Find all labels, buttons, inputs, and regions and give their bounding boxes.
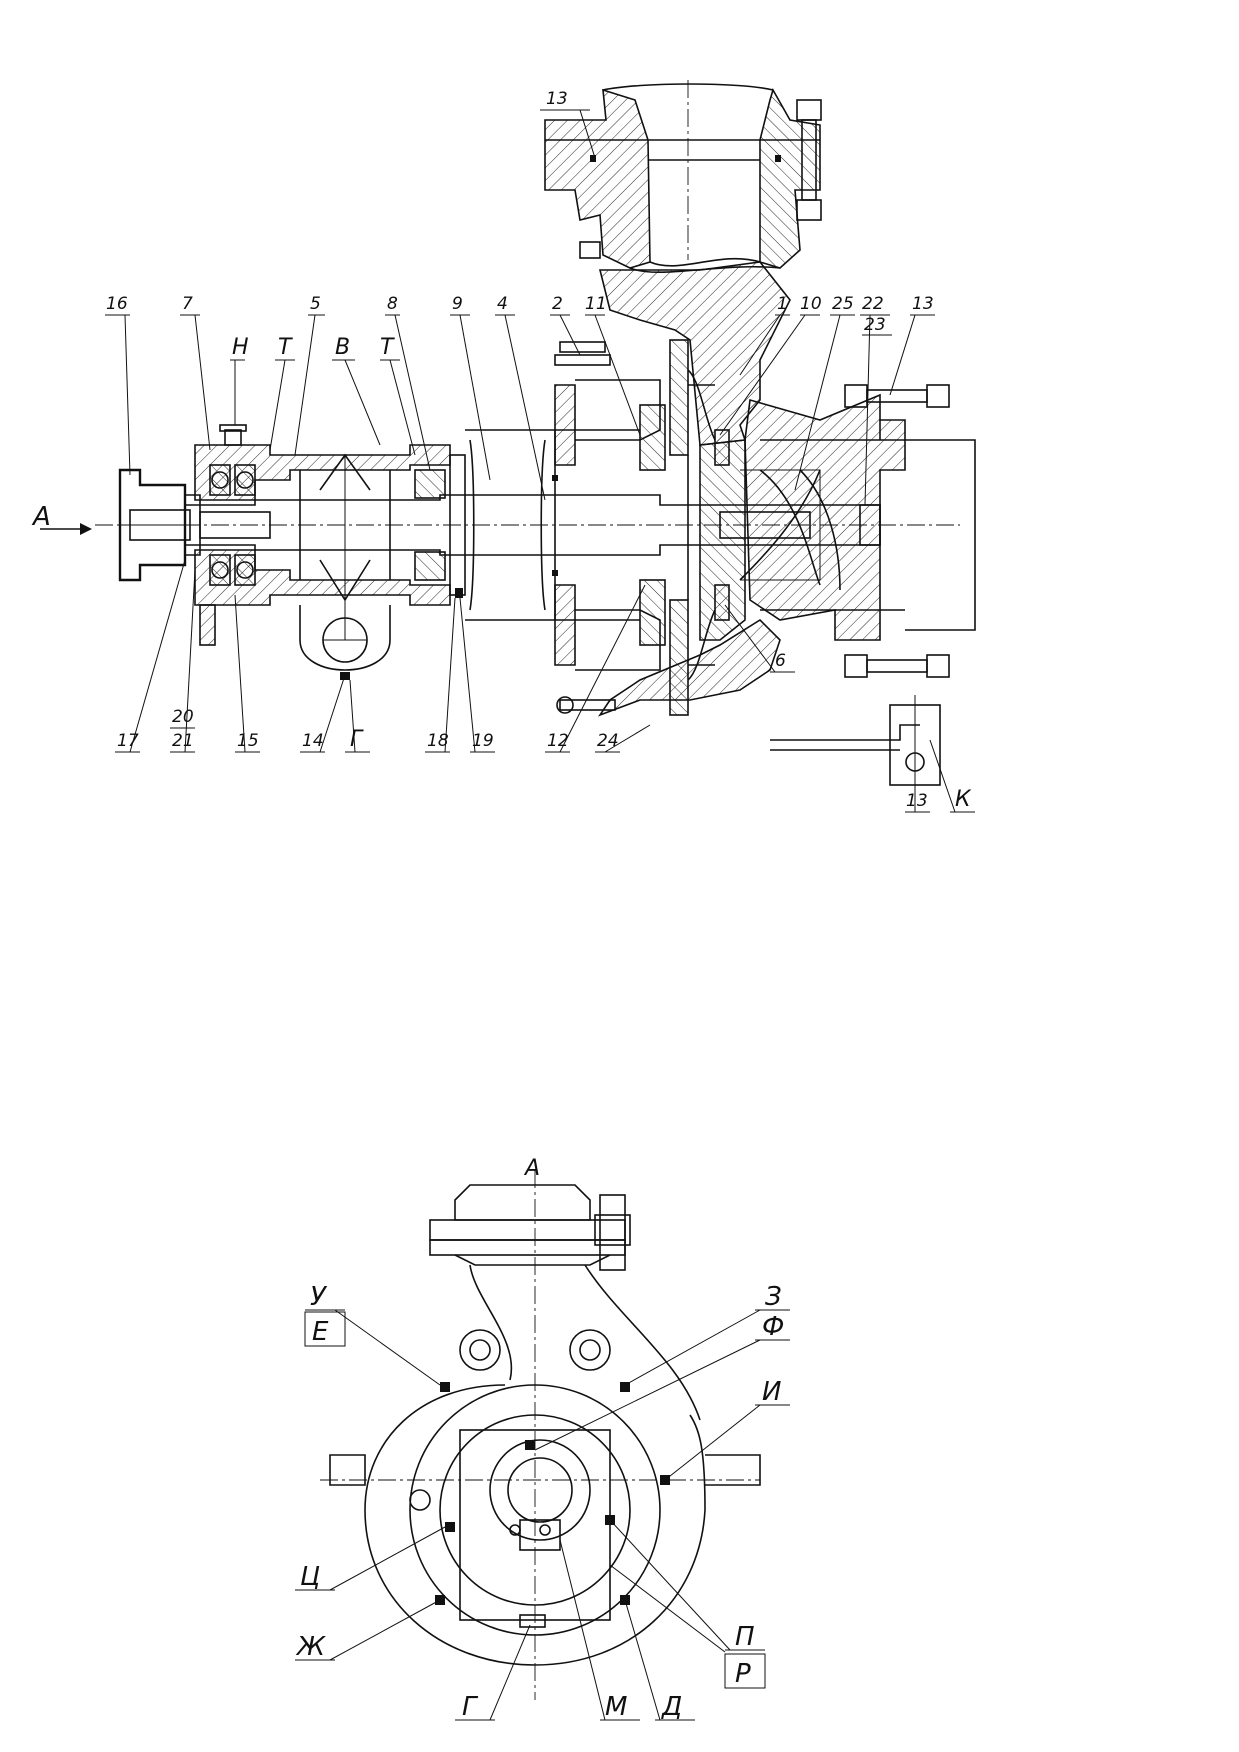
end-view: А — [295, 1156, 790, 1722]
label-4: 4 — [497, 294, 508, 314]
label-17: 17 — [117, 731, 139, 751]
label-9: 9 — [452, 294, 463, 314]
label-Zh: Ж — [295, 1632, 326, 1662]
label-16: 16 — [106, 294, 128, 314]
label-2: 2 — [552, 294, 563, 314]
label-7: 7 — [182, 294, 193, 314]
label-10: 10 — [800, 294, 822, 314]
label-15: 15 — [237, 731, 259, 751]
label-K: К — [955, 787, 972, 812]
bracket — [465, 354, 666, 714]
label-U: У — [310, 1282, 328, 1312]
label-6: 6 — [775, 651, 786, 671]
volute-casing — [597, 261, 976, 717]
label-R: Р — [735, 1659, 751, 1689]
label-V: В — [335, 335, 350, 360]
label-D: Д — [661, 1692, 682, 1722]
end-discharge-flange — [429, 1184, 701, 1421]
label-13-right: 13 — [912, 294, 934, 314]
label-22: 22 — [862, 294, 884, 314]
label-12: 12 — [547, 731, 569, 751]
bearing-housing — [194, 424, 451, 680]
label-P: П — [735, 1622, 755, 1652]
label-19: 19 — [472, 731, 494, 751]
label-5: 5 — [310, 294, 321, 314]
label-8: 8 — [387, 294, 398, 314]
discharge-nozzle — [544, 83, 822, 353]
coupling-half — [118, 468, 201, 582]
end-casing-outline — [364, 1384, 706, 1666]
label-11: 11 — [585, 294, 607, 314]
section-labels: А 13 16 7 Н Т 5 В Т 8 9 4 2 11 1 10 25 2… — [31, 89, 972, 812]
label-1: 1 — [777, 294, 788, 314]
label-21: 21 — [172, 731, 194, 751]
label-T-left: Т — [278, 335, 293, 360]
label-13-bottom: 13 — [906, 791, 928, 811]
label-18: 18 — [427, 731, 449, 751]
inner-bearing — [414, 454, 466, 598]
end-view-labels: У Е Ц Ж З Ф И П Р Г М Д — [295, 1282, 784, 1722]
label-F: Ф — [762, 1312, 784, 1342]
end-view-title: А — [523, 1156, 540, 1181]
label-20: 20 — [172, 707, 194, 727]
label-G-section: Г — [350, 727, 364, 752]
end-view-leaders — [295, 1309, 790, 1721]
view-arrow-label: А — [31, 502, 51, 532]
label-M: М — [605, 1692, 627, 1722]
label-13-top: 13 — [546, 89, 568, 109]
shaft — [185, 494, 881, 556]
end-flange-circle — [409, 1384, 661, 1636]
label-N: Н — [232, 335, 249, 360]
label-T-right: Т — [380, 335, 395, 360]
label-E: Е — [312, 1317, 329, 1347]
label-G-end: Г — [462, 1692, 479, 1722]
end-bolt-circle — [439, 1414, 631, 1606]
label-25: 25 — [832, 294, 854, 314]
label-14: 14 — [302, 731, 324, 751]
section-leaders — [40, 109, 975, 813]
label-24: 24 — [597, 731, 619, 751]
label-Z: З — [765, 1282, 782, 1312]
section-view: А 13 16 7 Н Т 5 В Т 8 9 4 2 11 1 10 25 2… — [31, 80, 976, 813]
label-Ts: Ц — [300, 1562, 320, 1592]
impeller — [669, 339, 730, 716]
label-I: И — [762, 1377, 781, 1407]
label-23: 23 — [864, 315, 886, 335]
